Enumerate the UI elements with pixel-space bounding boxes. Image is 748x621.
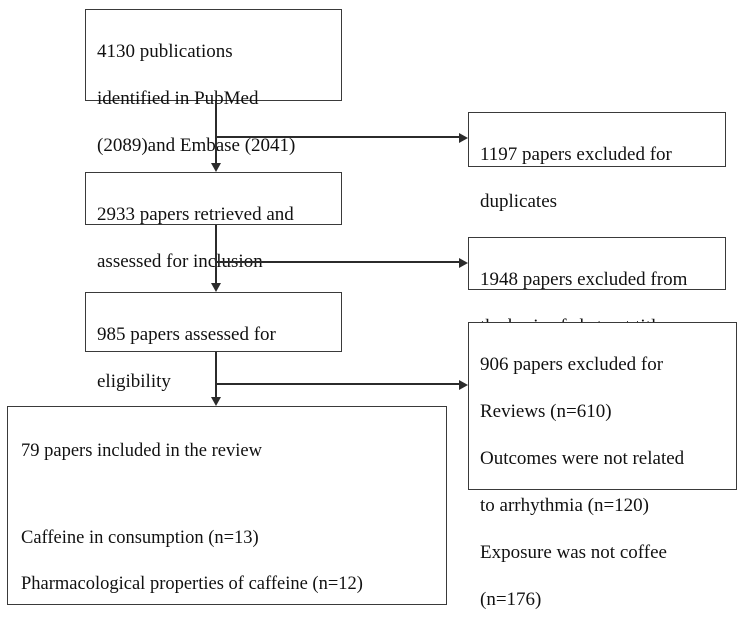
reason-excluded-line-5: Exposure was not coffee xyxy=(480,541,667,563)
retrieved-line-1: 2933 papers retrieved and xyxy=(97,203,294,225)
identification-line-1: 4130 publications xyxy=(97,40,233,62)
node-retrieved: 2933 papers retrieved and assessed for i… xyxy=(85,172,342,272)
included-topic-1: Caffeine in consumption (n=13) xyxy=(21,527,259,548)
node-included: 79 papers included in the review Caffein… xyxy=(7,406,447,621)
abstract-excluded-line-1: 1948 papers excluded from xyxy=(480,268,688,290)
identification-line-3: (2089)and Embase (2041) xyxy=(97,134,296,156)
connector-identification-to-retrieved xyxy=(215,101,217,164)
arrowhead-down-to-included xyxy=(210,397,221,406)
arrowhead-down-to-retrieved xyxy=(210,163,221,172)
connector-retrieved-to-abstract-excluded xyxy=(215,261,460,263)
included-topic-2: Pharmacological properties of caffeine (… xyxy=(21,573,363,594)
arrowhead-right-to-reason-excluded xyxy=(459,379,468,390)
node-abstract-excluded: 1948 papers excluded from the basis of a… xyxy=(468,237,726,337)
duplicates-excluded-line-2: duplicates xyxy=(480,190,558,212)
included-heading: 79 papers included in the review xyxy=(21,440,262,461)
identification-line-2: identified in PubMed xyxy=(97,87,259,109)
arrowhead-right-to-abstract-excluded xyxy=(459,257,468,268)
reason-excluded-line-6: (n=176) xyxy=(480,589,542,611)
connector-eligibility-to-reason-excluded xyxy=(215,383,460,385)
node-identification: 4130 publications identified in PubMed (… xyxy=(85,9,342,156)
node-duplicates-excluded: 1197 papers excluded for duplicates xyxy=(468,112,726,212)
connector-eligibility-to-included xyxy=(215,352,217,398)
reason-excluded-line-3: Outcomes were not related xyxy=(480,447,685,469)
connector-identification-to-duplicates xyxy=(215,136,460,138)
reason-excluded-line-2: Reviews (n=610) xyxy=(480,400,612,422)
reason-excluded-line-4: to arrhythmia (n=120) xyxy=(480,494,650,516)
eligibility-line-1: 985 papers assessed for xyxy=(97,323,276,345)
connector-retrieved-to-eligibility xyxy=(215,225,217,284)
arrowhead-down-to-eligibility xyxy=(210,283,221,292)
reason-excluded-line-1: 906 papers excluded for xyxy=(480,353,664,375)
included-spacer xyxy=(21,486,437,504)
eligibility-line-2: eligibility xyxy=(97,370,171,392)
node-eligibility: 985 papers assessed for eligibility xyxy=(85,292,342,392)
node-reason-excluded: 906 papers excluded for Reviews (n=610) … xyxy=(468,322,737,610)
duplicates-excluded-line-1: 1197 papers excluded for xyxy=(480,143,672,165)
arrowhead-right-to-duplicates xyxy=(459,132,468,143)
included-topic-3: Caffeine on the cardiovascular system (n… xyxy=(21,619,437,621)
